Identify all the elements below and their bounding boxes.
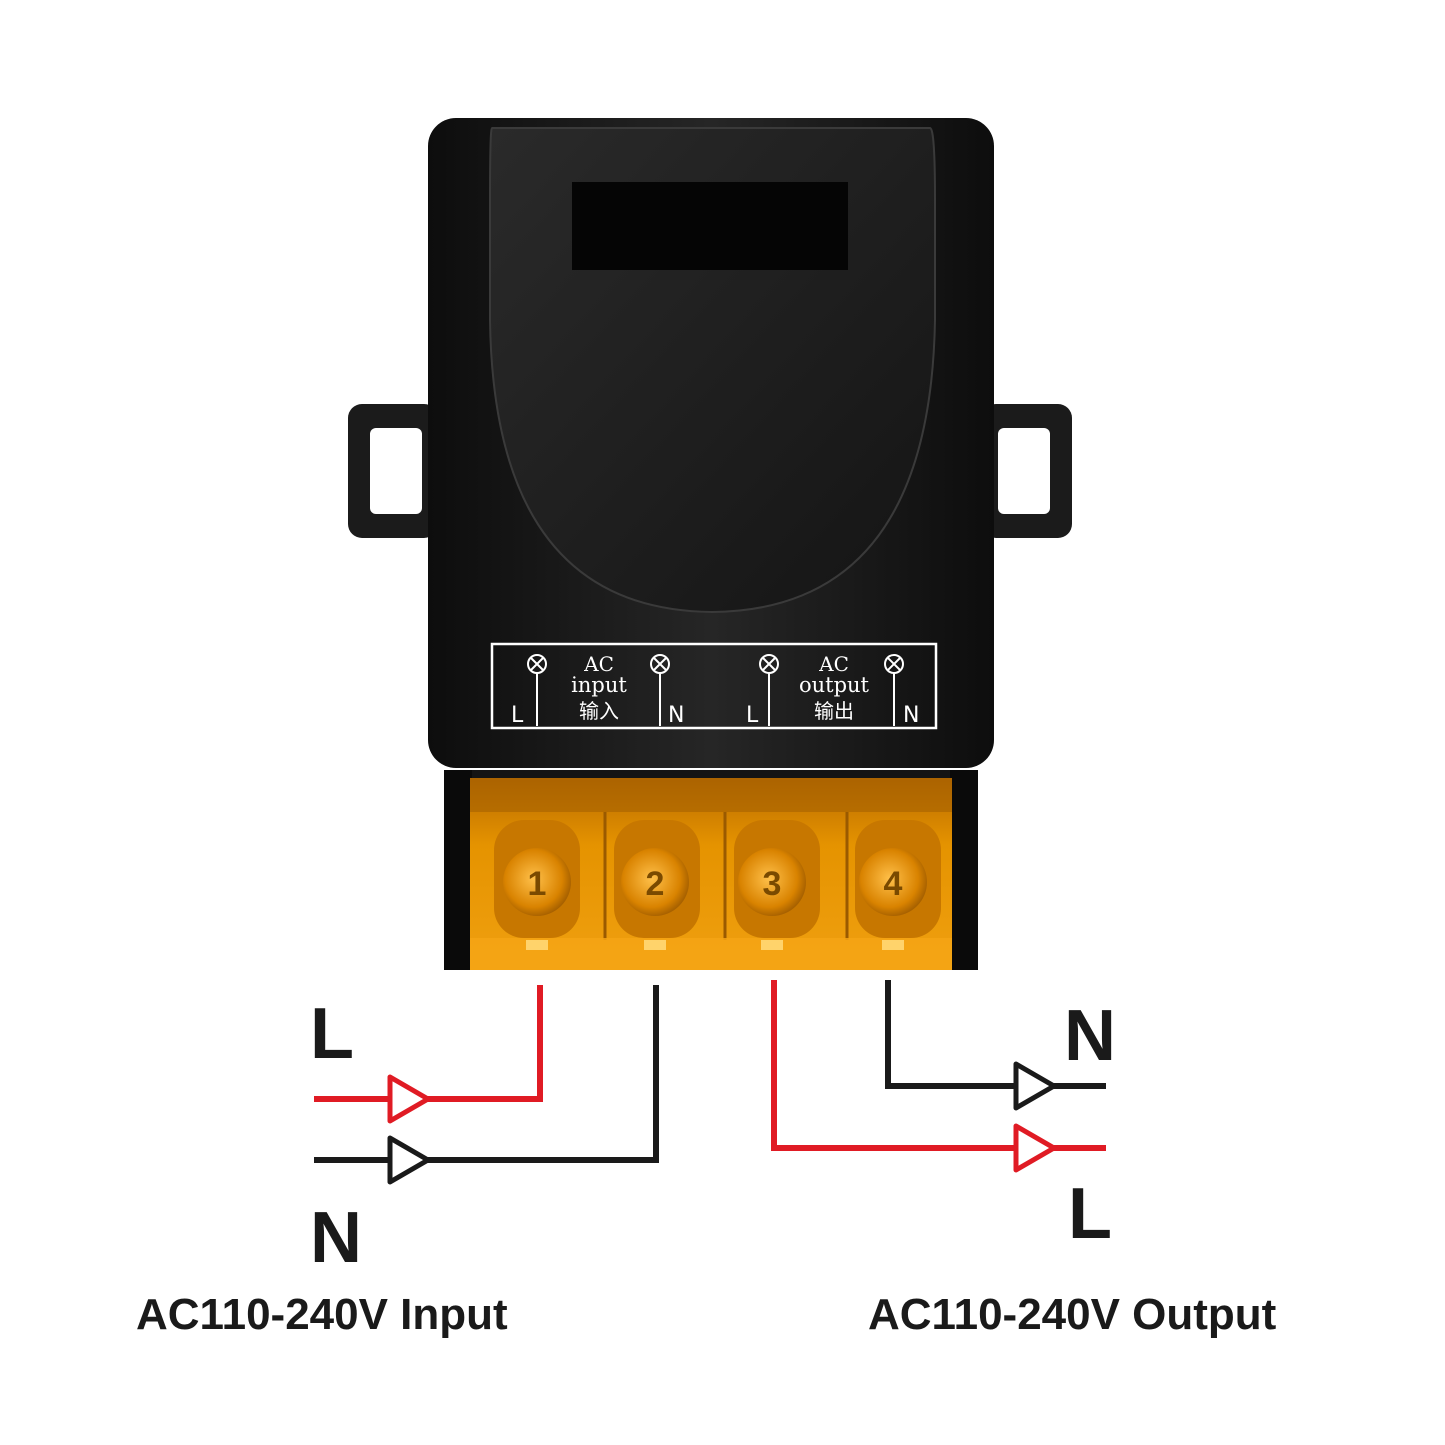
input-caption: AC110-240V Input (136, 1290, 508, 1339)
output-neutral-label: N (1064, 996, 1116, 1076)
terminal-screw-2: 2 (614, 820, 700, 950)
terminal-screw-4: 4 (855, 820, 941, 950)
input-live-wire (314, 985, 543, 1124)
output-label-line2: output (799, 673, 870, 697)
input-right-terminal-label: N (668, 703, 684, 728)
indicator-window (572, 182, 848, 270)
input-label-group: L AC input 输入 N (511, 652, 684, 728)
input-left-terminal-label: L (511, 703, 524, 728)
mounting-ear-right (982, 404, 1072, 538)
terminal-number-2: 2 (646, 865, 665, 903)
output-live-wire (771, 980, 1106, 1173)
output-left-terminal-label: L (746, 703, 759, 728)
terminal-number-3: 3 (763, 865, 782, 903)
output-neutral-wire (885, 980, 1106, 1111)
output-caption: AC110-240V Output (868, 1290, 1277, 1339)
output-label-line1: AC (818, 652, 849, 676)
terminal-screw-1: 1 (494, 820, 580, 950)
terminal-number-4: 4 (884, 865, 903, 903)
terminal-screw-3: 3 (734, 820, 820, 950)
output-live-label: L (1068, 1174, 1112, 1254)
terminal-block: 1 2 3 4 (444, 770, 978, 970)
input-neutral-label: N (310, 1198, 362, 1278)
mounting-ear-left (348, 404, 438, 538)
output-label-line3: 输出 (814, 699, 854, 723)
output-neutral-arrow (1013, 1061, 1057, 1111)
input-label-line1: AC (583, 652, 614, 676)
input-neutral-arrow (387, 1135, 431, 1185)
terminal-number-1: 1 (528, 865, 547, 903)
output-live-arrow (1013, 1123, 1057, 1173)
input-label-line3: 输入 (579, 699, 619, 723)
output-label-group: L AC output 输出 N (746, 652, 919, 728)
input-live-arrow (387, 1074, 431, 1124)
input-label-line2: input (571, 673, 627, 697)
input-live-label: L (310, 994, 354, 1074)
output-right-terminal-label: N (903, 703, 919, 728)
terminal-label-panel: L AC input 输入 N L AC output 输出 N (490, 642, 938, 730)
input-neutral-wire (314, 985, 659, 1185)
receiver-housing (428, 118, 994, 768)
